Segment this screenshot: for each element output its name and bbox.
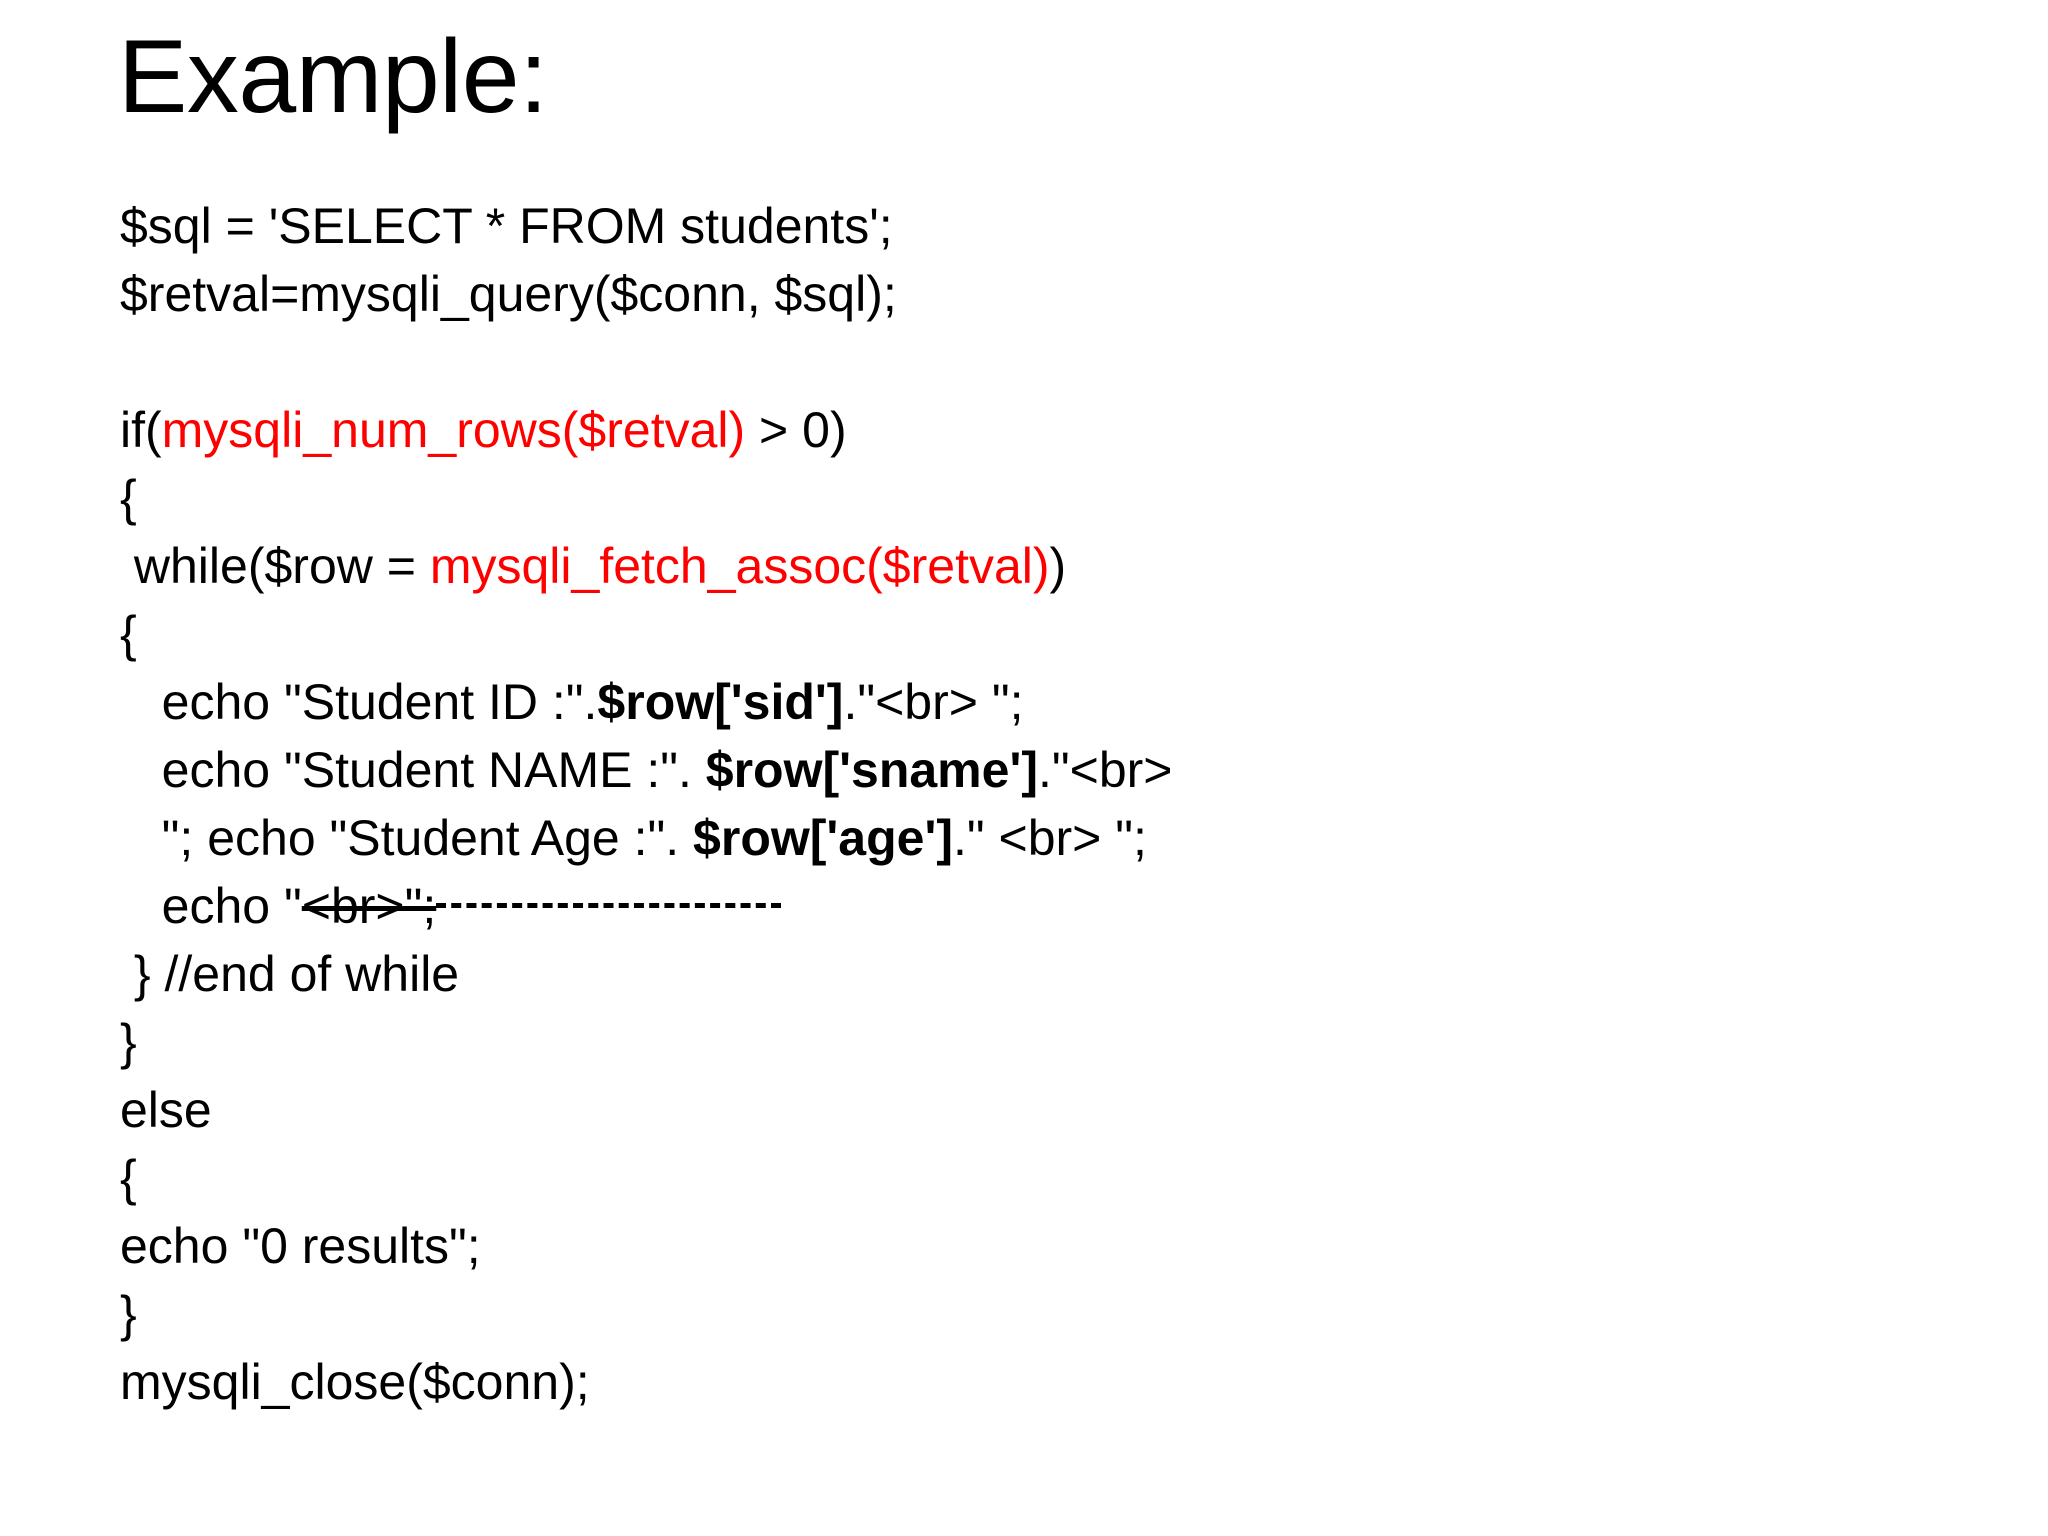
page-title: Example: <box>118 19 548 135</box>
line-close-brace-1: } <box>120 1008 1940 1076</box>
code-token-highlight: mysqli_fetch_assoc($retval) <box>429 538 1050 594</box>
line-open-brace-3: { <box>120 1144 1940 1212</box>
line-else: else <box>120 1076 1940 1144</box>
line-open-brace-2: { <box>120 600 1940 668</box>
code-token: echo "0 results"; <box>120 1218 481 1274</box>
code-token-bold: $row['age'] <box>693 810 953 866</box>
code-token: $retval=mysqli_query($conn, $sql); <box>120 266 897 322</box>
code-token-highlight: mysqli_num_rows($retval) <box>161 402 746 458</box>
line-echo-age: "; echo "Student Age :". $row['age']." <… <box>120 804 1940 872</box>
line-blank-1 <box>120 328 1940 396</box>
code-token: mysqli_close($conn); <box>120 1354 590 1410</box>
line-sql-assign: $sql = 'SELECT * FROM students'; <box>120 192 1940 260</box>
code-token: } <box>120 1286 137 1342</box>
code-token: > 0) <box>745 402 847 458</box>
code-token: ."<br> <box>1037 742 1173 798</box>
code-token: "; echo "Student Age :". <box>120 810 694 866</box>
code-token-bold: $row['sid'] <box>597 674 844 730</box>
code-token: { <box>120 1150 137 1206</box>
line-end-while: } //end of while <box>120 940 1940 1008</box>
line-echo-sname: echo "Student NAME :". $row['sname']."<b… <box>120 736 1940 804</box>
code-token: while($row = <box>120 538 430 594</box>
code-token: ) <box>1049 538 1067 594</box>
code-token: ." <br> "; <box>952 810 1147 866</box>
code-token: } <box>120 1014 137 1070</box>
code-token: echo "Student ID :". <box>120 674 598 730</box>
line-open-brace-1: { <box>120 464 1940 532</box>
code-token: if( <box>120 402 162 458</box>
code-token: { <box>120 470 137 526</box>
code-token-bold: $row['sname'] <box>705 742 1038 798</box>
line-if-num-rows: if(mysqli_num_rows($retval) > 0) <box>120 396 1940 464</box>
code-token: echo " <box>120 878 302 934</box>
code-token: $sql = 'SELECT * FROM students'; <box>120 198 893 254</box>
line-while-fetch: while($row = mysqli_fetch_assoc($retval)… <box>120 532 1940 600</box>
line-echo-br-struck: echo "<br>"; <box>120 872 1940 940</box>
line-close-brace-2: } <box>120 1280 1940 1348</box>
line-echo-sid: echo "Student ID :".$row['sid']."<br> "; <box>120 668 1940 736</box>
line-retval-assign: $retval=mysqli_query($conn, $sql); <box>120 260 1940 328</box>
dashed-strike-rule <box>436 903 782 909</box>
code-token: ."<br> "; <box>843 674 1024 730</box>
code-token-struck: <br>"; <box>301 878 437 934</box>
line-mysqli-close: mysqli_close($conn); <box>120 1348 1940 1416</box>
code-token: else <box>120 1082 212 1138</box>
code-token: echo "Student NAME :". <box>120 742 706 798</box>
code-listing: $sql = 'SELECT * FROM students'; $retval=… <box>120 192 1940 1416</box>
code-token: } //end of while <box>120 946 460 1002</box>
code-token: { <box>120 606 137 662</box>
line-echo-zero-results: echo "0 results"; <box>120 1212 1940 1280</box>
